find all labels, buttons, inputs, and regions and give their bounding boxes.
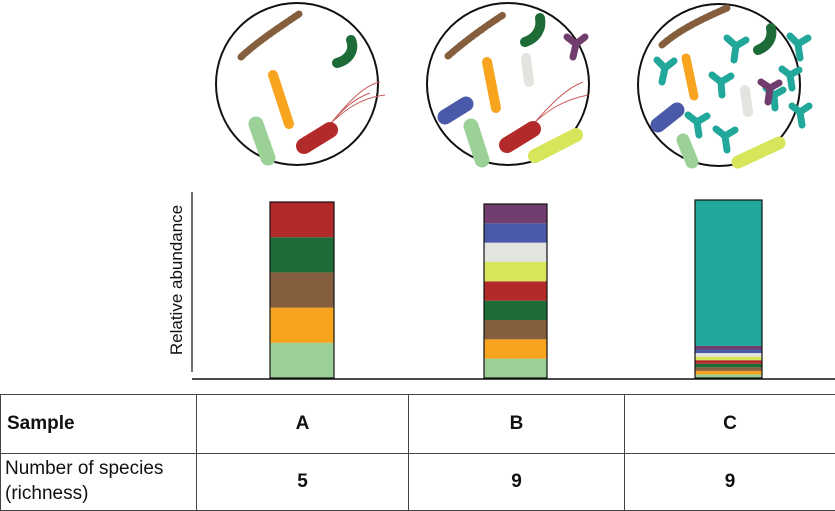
bar-segment-b-7 — [484, 223, 547, 242]
sample-c-richness: 9 — [625, 454, 835, 511]
y-axis-label: Relative abundance — [167, 205, 186, 355]
sample-b-richness: 9 — [409, 454, 625, 511]
richness-row-label: Number of species (richness) — [1, 454, 197, 511]
richness-label-line2: (richness) — [5, 483, 88, 504]
stacked-bars — [270, 200, 762, 378]
bar-segment-b-0 — [484, 359, 547, 378]
bar-segment-a-4 — [270, 202, 334, 237]
bar-segment-c-9 — [695, 200, 762, 346]
sample-a-community — [216, 3, 385, 165]
bar-segment-a-1 — [270, 308, 334, 343]
sample-b-name: B — [409, 395, 625, 454]
sample-a-richness: 5 — [197, 454, 409, 511]
richness-label-line1: Number of species — [5, 458, 163, 479]
light-green-bacterium — [683, 140, 692, 162]
bar-segment-a-3 — [270, 237, 334, 272]
sample-c-community — [638, 4, 809, 166]
gray-bacterium — [745, 90, 748, 112]
bar-segment-c-6 — [695, 353, 762, 357]
sample-table: Sample A B C Number of species (richness)… — [0, 394, 835, 511]
bar-segment-c-2 — [695, 367, 762, 371]
bar-segment-c-8 — [695, 346, 762, 350]
sample-b-community — [427, 3, 589, 165]
bar-segment-c-5 — [695, 357, 762, 361]
bar-segment-a-0 — [270, 343, 334, 378]
bar-segment-b-4 — [484, 281, 547, 300]
richness-row: Number of species (richness) 5 9 9 — [1, 454, 835, 511]
bar-segment-c-3 — [695, 364, 762, 368]
sample-a-circle — [216, 3, 378, 165]
bar-segment-c-1 — [695, 371, 762, 375]
bar-segment-c-7 — [695, 350, 762, 354]
sample-c-name: C — [625, 395, 835, 454]
sample-a-name: A — [197, 395, 409, 454]
sample-row-label: Sample — [1, 395, 197, 454]
bar-segment-b-8 — [484, 204, 547, 223]
bar-segment-b-5 — [484, 262, 547, 281]
bar-segment-c-4 — [695, 360, 762, 364]
bar-segment-b-6 — [484, 243, 547, 262]
bar-segment-a-2 — [270, 272, 334, 307]
light-green-bacterium — [471, 126, 482, 160]
gray-bacterium — [526, 58, 529, 82]
bar-segment-b-3 — [484, 301, 547, 320]
sample-row: Sample A B C — [1, 395, 835, 454]
bar-segment-b-2 — [484, 320, 547, 339]
bar-segment-b-1 — [484, 339, 547, 358]
